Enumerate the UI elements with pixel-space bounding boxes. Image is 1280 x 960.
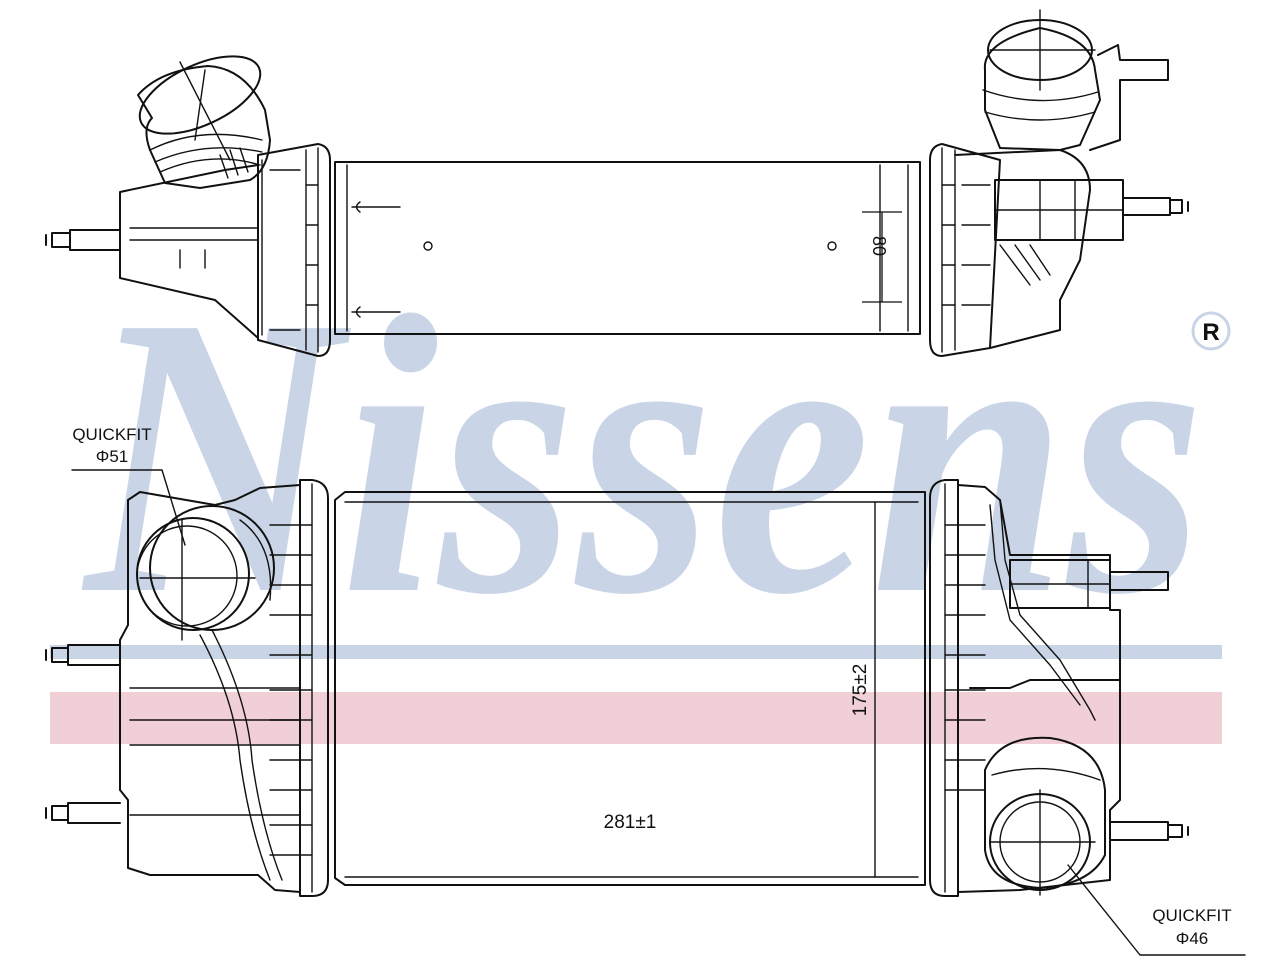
quickfit-inlet-label: QUICKFIT Φ51 <box>71 425 186 546</box>
front-view-width-value: 281±1 <box>604 812 657 833</box>
quickfit-outlet-label: QUICKFIT Φ46 <box>1067 864 1246 956</box>
front-right-end-tank <box>929 479 1169 897</box>
front-view-core <box>334 491 926 886</box>
top-right-end-tank <box>929 9 1189 357</box>
top-left-angled-inlet <box>137 55 271 189</box>
watermark-brand: Nissens <box>79 234 1205 677</box>
top-view-height-dimension: 80 <box>862 211 902 303</box>
top-left-end-tank <box>119 143 331 357</box>
top-left-mount-stud <box>45 229 121 251</box>
front-left-mount-stud-upper <box>45 644 121 666</box>
watermark-stripe-red <box>50 692 1222 744</box>
quickfit-inlet-51 <box>136 505 275 641</box>
quickfit-inlet-label-line1: QUICKFIT <box>72 425 151 444</box>
registered-mark: R <box>1202 319 1219 346</box>
quickfit-outlet-label-line1: QUICKFIT <box>1152 906 1231 925</box>
front-view-width-dimension: 281±1 <box>604 812 657 833</box>
registered-mark-circle <box>1191 311 1231 351</box>
top-view-core <box>334 161 921 335</box>
quickfit-outlet-label-line2: Φ46 <box>1176 929 1208 948</box>
front-right-mount-stud <box>1109 821 1189 841</box>
front-left-mount-stud-lower <box>45 802 121 824</box>
front-view-height-dimension: 175±2 <box>850 664 871 717</box>
front-view-height-value: 175±2 <box>850 664 871 717</box>
top-view: 80 <box>45 9 1189 357</box>
top-view-height-value: 80 <box>869 236 889 256</box>
quickfit-inlet-label-line2: Φ51 <box>96 447 128 466</box>
front-view: 175±2 281±1 QUICKFIT Φ51 <box>45 425 1246 956</box>
front-left-end-tank <box>119 479 329 897</box>
quickfit-outlet-46 <box>984 736 1106 896</box>
